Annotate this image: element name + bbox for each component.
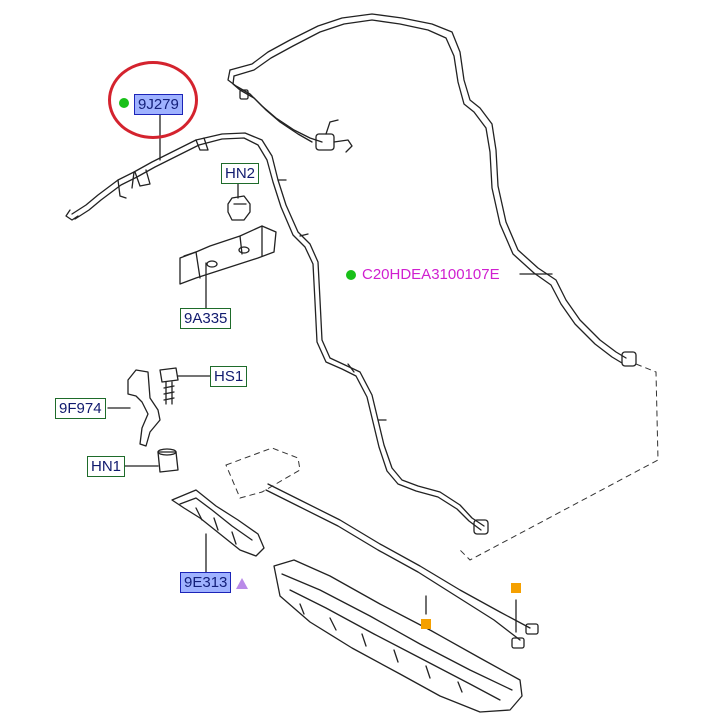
- clip-9f974: [127, 369, 161, 447]
- callout-9a335[interactable]: 9A335: [180, 308, 232, 329]
- hose-connector-right: [621, 351, 637, 367]
- hose-connector-lower: [473, 519, 489, 535]
- callout-9f974[interactable]: 9F974: [55, 398, 106, 419]
- nut-hn2: [227, 195, 251, 221]
- orange-marker-1: [421, 619, 431, 629]
- orange-marker-2: [511, 583, 521, 593]
- diagram-code[interactable]: C20HDEA3100107E: [362, 266, 500, 283]
- green-dot-main: [119, 98, 129, 108]
- cowl-bracket: [171, 489, 265, 557]
- screw-hs1: [159, 367, 179, 383]
- grommet-hn1: [157, 451, 179, 473]
- reference-outline: [225, 363, 659, 561]
- callout-hs1[interactable]: HS1: [210, 366, 248, 387]
- highlight-circle: [108, 61, 198, 139]
- bracket: [179, 225, 277, 285]
- callout-hn1[interactable]: HN1: [87, 456, 126, 477]
- callout-hn2[interactable]: HN2: [221, 163, 260, 184]
- purple-triangle-marker: [236, 578, 248, 589]
- green-dot-code: [346, 270, 356, 280]
- washer-hose: [71, 132, 485, 527]
- upper-hose: [229, 13, 627, 359]
- callout-9j279[interactable]: 9J279: [134, 94, 183, 115]
- washer-rod: [267, 483, 531, 629]
- callout-9e313[interactable]: 9E313: [180, 572, 232, 593]
- check-valve: [315, 133, 335, 151]
- cowl-panel: [273, 559, 523, 713]
